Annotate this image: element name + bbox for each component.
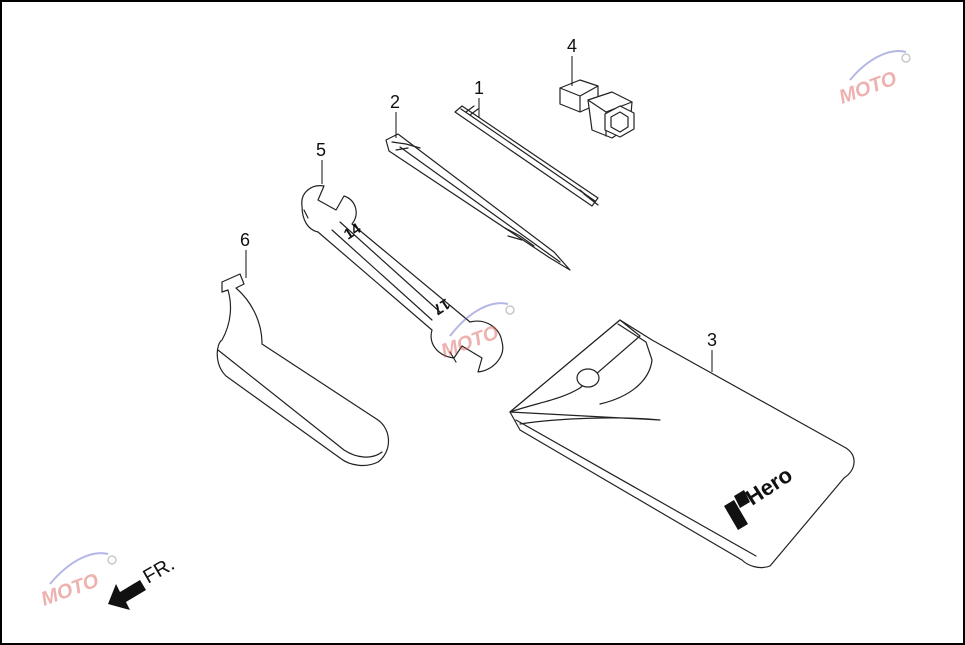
part-double-screwdriver: [385, 133, 571, 271]
callout-5: 5: [316, 140, 326, 160]
wrench-size-bottom: 17: [430, 295, 453, 318]
front-direction-indicator: FR.: [108, 553, 178, 610]
watermark-top-right: MOTO: [836, 50, 911, 109]
part-open-end-wrench: [301, 185, 504, 373]
watermark-text: MOTO: [38, 569, 102, 610]
watermark-bottom-left: MOTO: [38, 552, 117, 611]
part-screwdriver: [454, 105, 599, 207]
watermark-text: MOTO: [836, 67, 900, 108]
front-arrow-icon: [108, 580, 146, 610]
callout-1: 1: [474, 78, 484, 98]
front-direction-label: FR.: [140, 553, 179, 588]
callout-3: 3: [707, 330, 717, 350]
callout-2: 2: [390, 92, 400, 112]
callout-6: 6: [240, 230, 250, 250]
callout-4: 4: [567, 36, 577, 56]
part-hook-spanner: [216, 273, 390, 467]
part-tool-pouch: Hero: [509, 319, 855, 569]
part-spark-plug-socket: [559, 79, 635, 139]
